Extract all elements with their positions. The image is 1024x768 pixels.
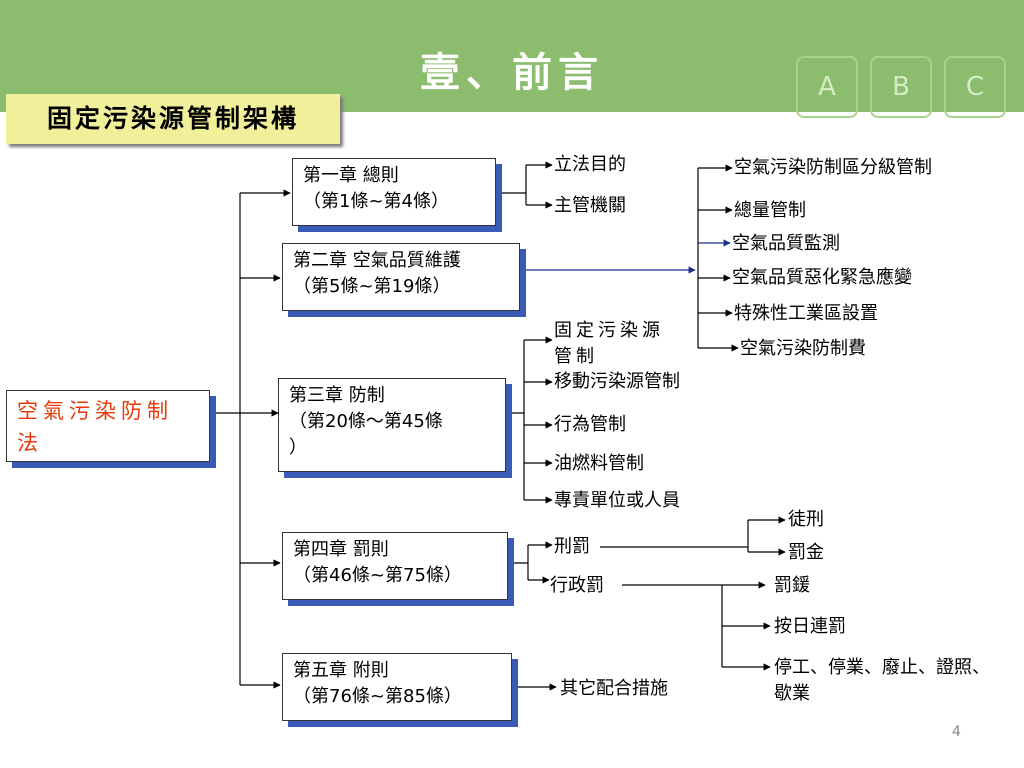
ch2-item-zone-control: 空氣污染防制區分級管制	[734, 157, 932, 178]
chapter-5-title: 第五章 附則	[293, 660, 389, 681]
ch3-item-mobile-source: 移動污染源管制	[554, 371, 680, 392]
ch3-item-fuel: 油燃料管制	[554, 453, 644, 474]
page-number: 4	[952, 724, 961, 740]
admin-item-suspension: 停工、停業、廢止、證照、歇業	[774, 657, 990, 704]
chapter-3-title: 第三章 防制	[289, 385, 385, 406]
ch1-item-purpose: 立法目的	[554, 154, 626, 175]
ch1-item-authority: 主管機關	[554, 195, 626, 216]
section-subtitle: 固定污染源管制架構	[6, 94, 340, 144]
ch3-item-dedicated-unit: 專責單位或人員	[554, 490, 680, 511]
penal-item-imprisonment: 徒刑	[788, 509, 824, 530]
chapter-3-node: 第三章 防制 （第20條～第45條 ）	[278, 378, 506, 472]
chapter-1-range: （第1條~第4條）	[303, 191, 449, 212]
root-line-1: 空氣污染防制	[17, 399, 173, 423]
admin-item-daily-penalty: 按日連罰	[774, 616, 846, 637]
chapter-3-range-end: ）	[289, 437, 307, 458]
badge-b: B	[870, 56, 932, 118]
root-line-2: 法	[17, 431, 43, 455]
ch4-item-administrative: 行政罰	[550, 575, 604, 596]
ch2-item-emergency: 空氣品質惡化緊急應變	[732, 267, 912, 288]
ch2-item-fee: 空氣污染防制費	[740, 338, 866, 359]
chapter-4-range: （第46條~第75條）	[293, 565, 462, 586]
badge-a: A	[796, 56, 858, 118]
chapter-3-range: （第20條～第45條	[289, 411, 443, 432]
ch3-item-stationary-source: 固定污染源管制	[554, 320, 664, 367]
root-node-air-pollution-act: 空氣污染防制 法	[6, 390, 210, 462]
chapter-5-range: （第76條~第85條）	[293, 686, 462, 707]
ch3-item-behavior: 行為管制	[554, 414, 626, 435]
chapter-5-node: 第五章 附則 （第76條~第85條）	[282, 653, 512, 721]
page-title: 壹、前言	[420, 49, 604, 96]
chapter-4-node: 第四章 罰則 （第46條~第75條）	[282, 532, 508, 600]
admin-item-penalty: 罰鍰	[774, 575, 810, 596]
chapter-4-title: 第四章 罰則	[293, 539, 389, 560]
penal-item-fine: 罰金	[788, 542, 824, 563]
ch2-item-industrial-zone: 特殊性工業區設置	[734, 303, 878, 324]
chapter-2-title: 第二章 空氣品質維護	[293, 250, 461, 271]
ch4-item-criminal: 刑罰	[554, 536, 590, 557]
chapter-1-title: 第一章 總則	[303, 165, 399, 186]
ch2-item-monitoring: 空氣品質監測	[732, 233, 840, 254]
ch5-item-other-measures: 其它配合措施	[560, 678, 668, 699]
chapter-2-node: 第二章 空氣品質維護 （第5條~第19條）	[282, 243, 520, 311]
chapter-1-node: 第一章 總則 （第1條~第4條）	[292, 158, 496, 226]
ch2-item-total-control: 總量管制	[734, 200, 806, 221]
chapter-2-range: （第5條~第19條）	[293, 276, 451, 297]
badge-c: C	[944, 56, 1006, 118]
